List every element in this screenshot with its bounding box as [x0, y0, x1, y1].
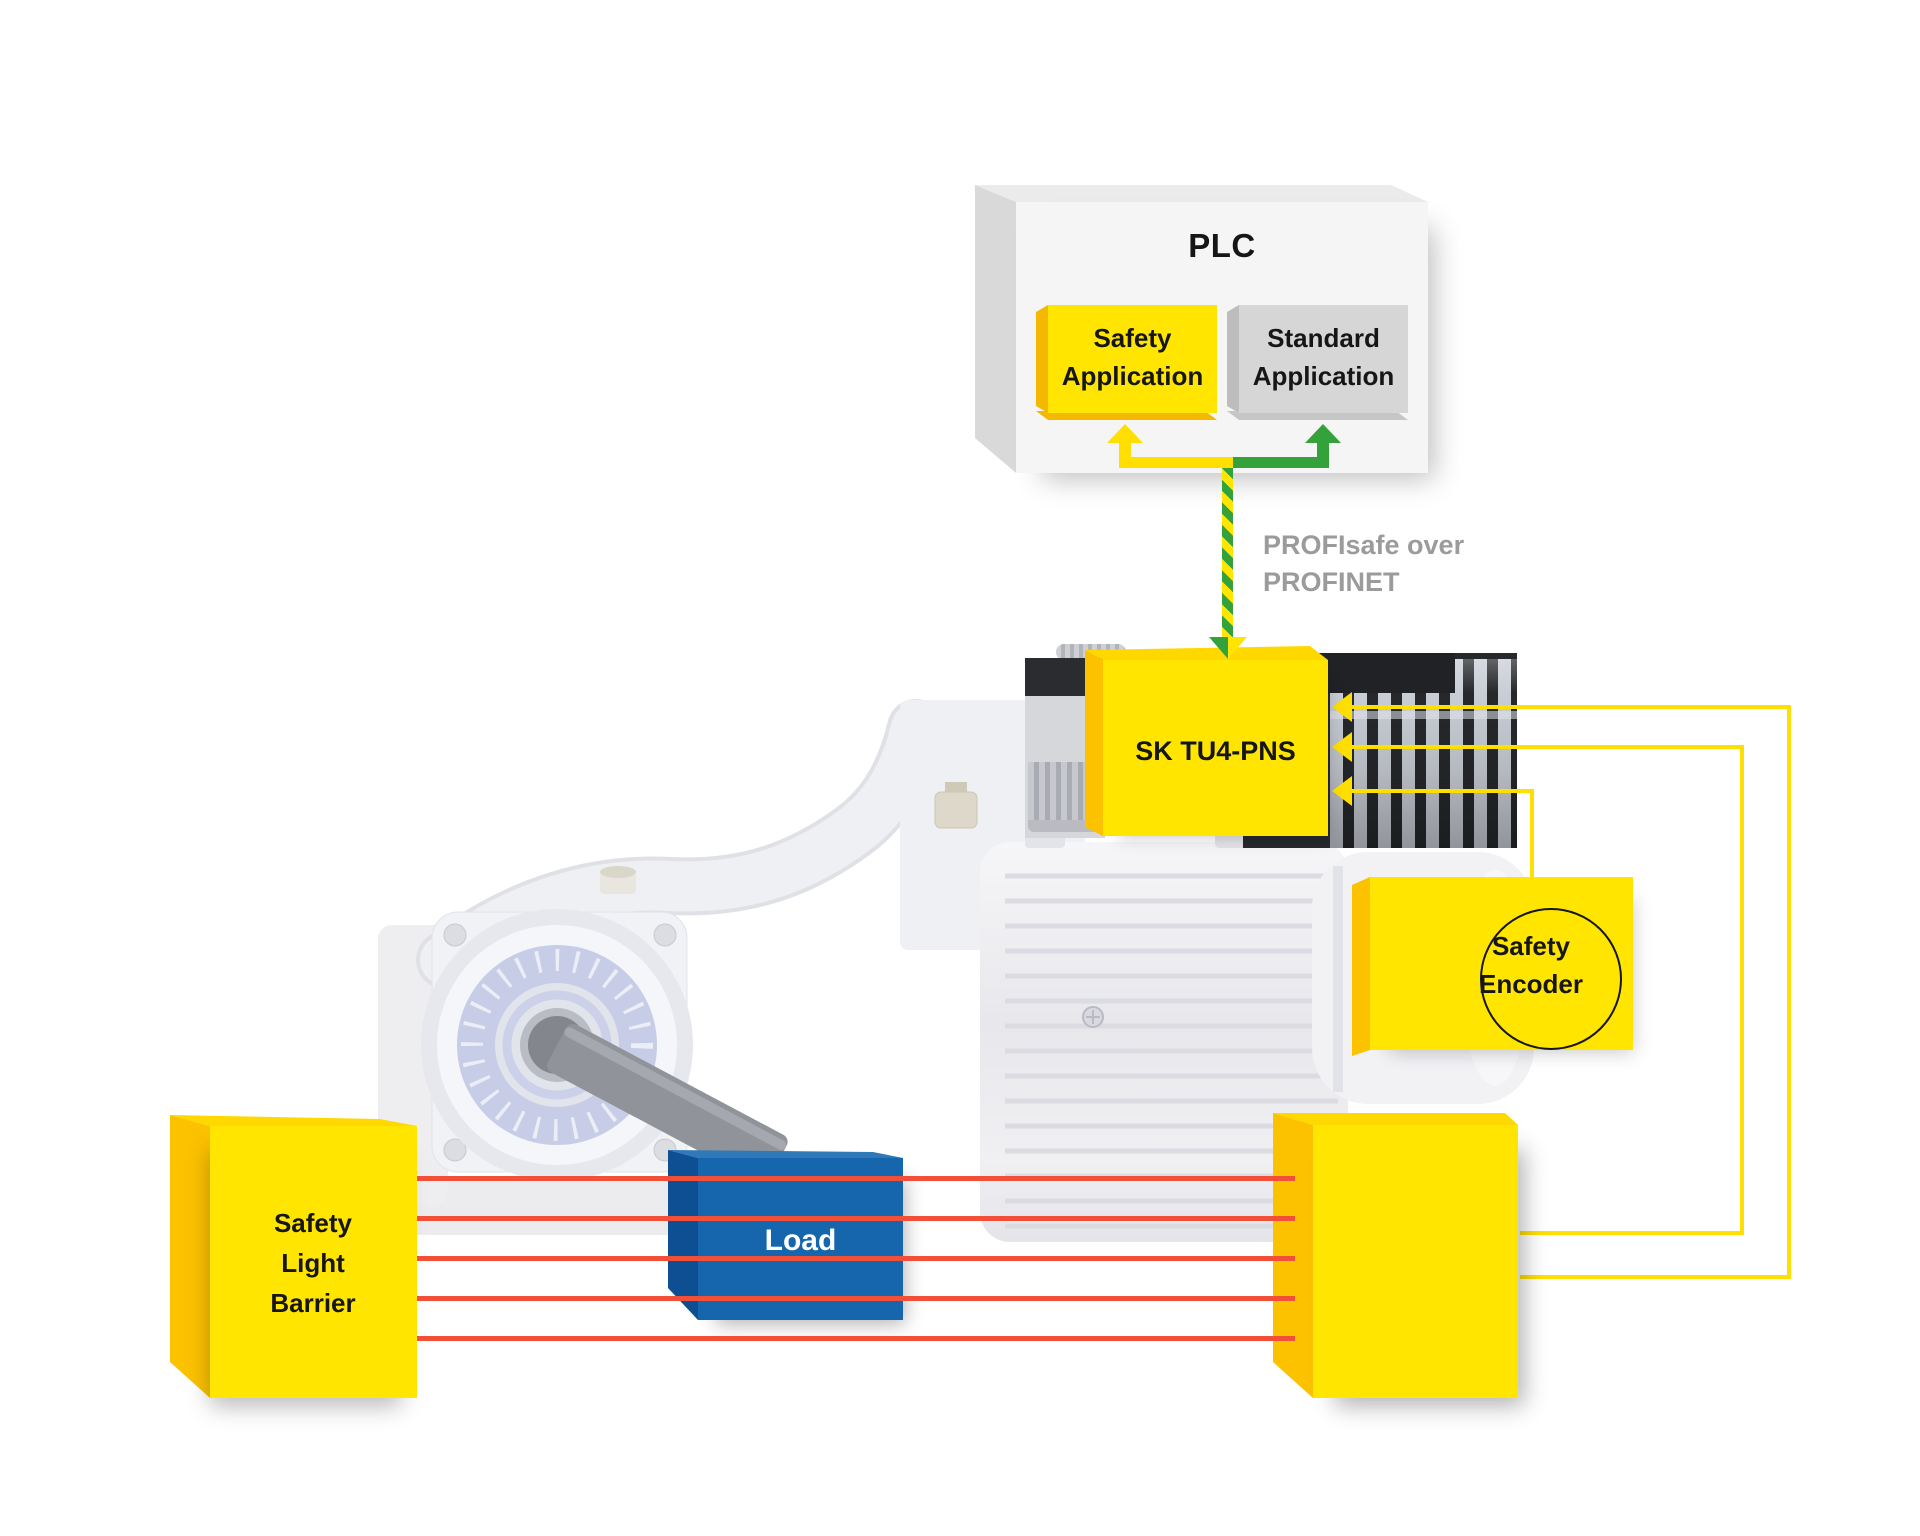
- light-barrier-front-face: [210, 1126, 417, 1398]
- bus-module-front-face: [1103, 660, 1328, 836]
- encoder-line-2-return: [1520, 1231, 1744, 1235]
- encoder-line-2-vertical: [1740, 745, 1744, 1235]
- safety-application-label: Safety Application: [1061, 323, 1204, 391]
- encoder-line-1: [1352, 705, 1789, 709]
- standard-application-box: Standard Application: [1227, 305, 1408, 420]
- safety-application-side: [1036, 305, 1048, 413]
- safety-encoder-box: [1352, 869, 1633, 1059]
- bus-module-side-face: [1085, 650, 1103, 836]
- safety-light-barrier-box: [170, 1113, 417, 1398]
- light-beam: [417, 1216, 1295, 1221]
- load-side-face: [668, 1150, 698, 1320]
- heatsink-highlight: [1330, 711, 1517, 719]
- plc-left-face: [975, 185, 1016, 473]
- encoder-line-1-vertical: [1787, 705, 1791, 1279]
- standard-application-label: Standard Application: [1252, 323, 1395, 391]
- bus-module-top-face: [1085, 646, 1328, 660]
- standard-channel-horizontal: [1227, 457, 1329, 468]
- load-label: Load: [764, 1224, 837, 1257]
- network-protocol-line2: PROFINET: [1263, 567, 1400, 597]
- light-beam: [417, 1296, 1295, 1301]
- standard-application-side: [1227, 305, 1239, 413]
- profisafe-bus-line: [1222, 468, 1233, 638]
- motor-body: [980, 842, 1348, 1242]
- receiver-front-face: [1313, 1125, 1518, 1398]
- gear-motor-photo: [378, 699, 1534, 1242]
- safety-encoder-label: Safety Encoder: [1478, 931, 1584, 999]
- safety-encoder-front-face: [1370, 877, 1633, 1050]
- encoder-line-3: [1352, 789, 1534, 793]
- safety-application-front: [1048, 305, 1217, 413]
- light-beam: [417, 1336, 1295, 1341]
- light-barrier-side-face: [170, 1115, 210, 1398]
- load-front-face: [698, 1158, 903, 1320]
- encoder-line-1-return: [1520, 1275, 1789, 1279]
- plc-title: PLC: [1188, 227, 1256, 264]
- network-protocol-line1: PROFIsafe over: [1263, 530, 1465, 560]
- plc-top-face: [975, 185, 1428, 202]
- light-barrier-top-face: [170, 1115, 417, 1126]
- bus-module-box: [1085, 646, 1328, 836]
- receiver-top-face: [1273, 1113, 1518, 1125]
- safety-encoder-side-face: [1352, 877, 1370, 1056]
- receiver-side-face: [1273, 1113, 1313, 1398]
- standard-application-front: [1239, 305, 1408, 413]
- safety-encoder-circle: [1480, 908, 1622, 1050]
- bus-module-label: SK TU4-PNS: [1135, 736, 1296, 766]
- standard-channel-stem: [1317, 440, 1329, 468]
- network-protocol-label: PROFIsafe over PROFINET: [1263, 527, 1583, 601]
- load-box: [668, 1148, 903, 1320]
- safety-channel-horizontal: [1119, 457, 1233, 468]
- output-shaft: [547, 1023, 788, 1184]
- encoder-line-3-vertical: [1530, 789, 1534, 879]
- light-beam: [417, 1176, 1295, 1181]
- encoder-line-2: [1352, 745, 1744, 749]
- light-barrier-receiver-box: [1273, 1113, 1518, 1398]
- safety-channel-stem: [1119, 440, 1131, 468]
- safety-application-box: Safety Application: [1036, 305, 1217, 420]
- standard-application-bottom: [1227, 411, 1408, 420]
- load-top-face: [668, 1150, 903, 1158]
- safety-application-bottom: [1036, 411, 1217, 420]
- light-beam: [417, 1256, 1295, 1261]
- safety-light-barrier-label: Safety Light Barrier: [270, 1208, 356, 1318]
